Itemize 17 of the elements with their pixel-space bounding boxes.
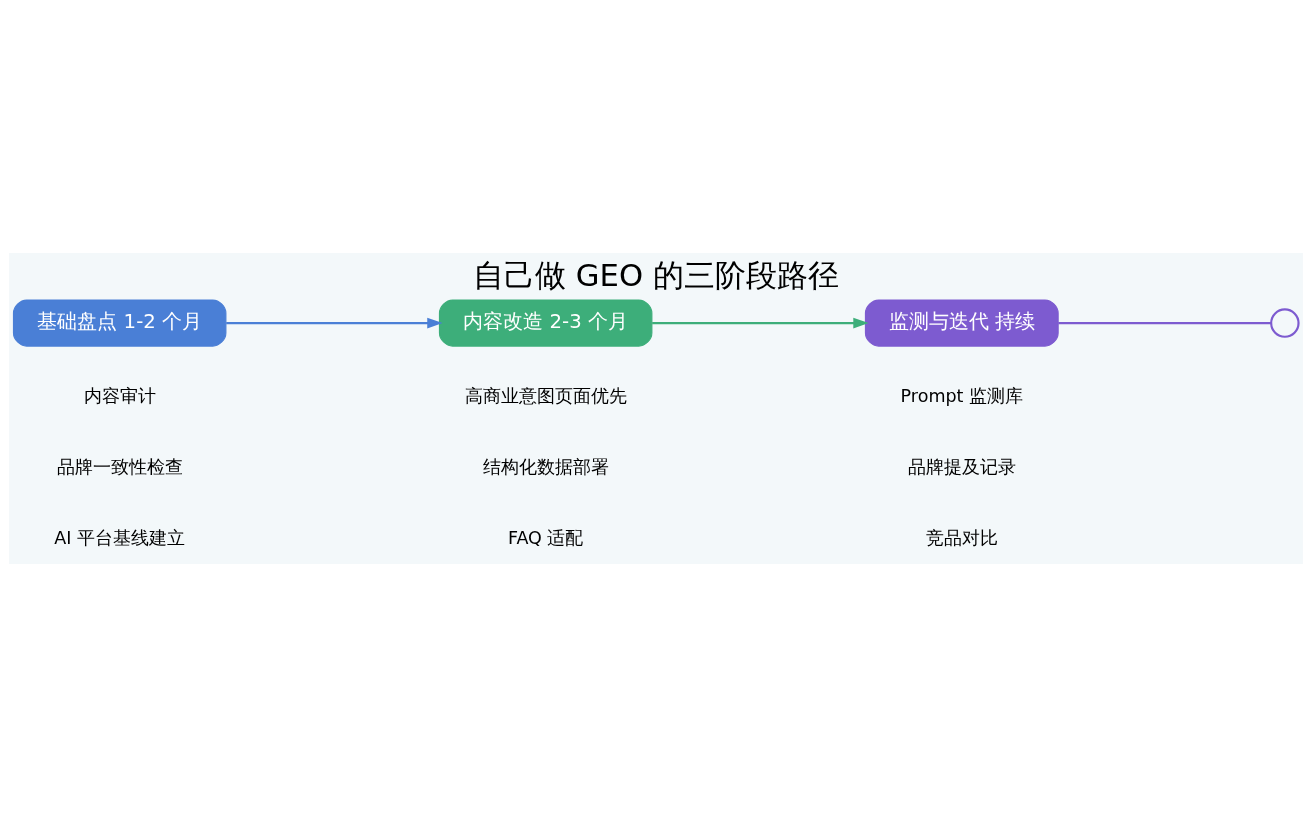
- diagram-title: 自己做 GEO 的三阶段路径: [473, 257, 839, 293]
- label: 竞品对比: [925, 527, 998, 548]
- arrow: [226, 317, 443, 328]
- node-box: 监测与迭代 持续: [864, 299, 1059, 347]
- label: 结构化数据部署: [482, 456, 609, 477]
- label: 高商业意图页面优先: [464, 385, 627, 406]
- label: 品牌提及记录: [907, 456, 1016, 477]
- arrow: [652, 317, 869, 328]
- label: FAQ 适配: [507, 527, 584, 548]
- label: Prompt 监测库: [900, 385, 1023, 406]
- label: 品牌一致性检查: [56, 456, 183, 477]
- connector: [1058, 321, 1272, 324]
- node-circle: [1270, 307, 1300, 338]
- label: 内容审计: [83, 385, 156, 406]
- label: AI 平台基线建立: [54, 527, 186, 548]
- node-box: 基础盘点 1-2 个月: [12, 299, 227, 347]
- node-box: 内容改造 2-3 个月: [438, 299, 653, 347]
